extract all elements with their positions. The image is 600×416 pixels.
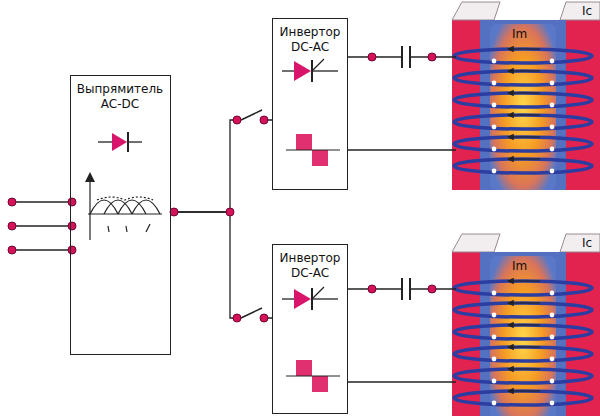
terminals <box>170 116 268 322</box>
terminal-dot <box>428 53 436 61</box>
switch-symbol <box>241 110 262 124</box>
box-title: Инвертор DC-AC <box>273 245 347 281</box>
induction-furnace <box>452 2 600 190</box>
terminal-dot <box>428 285 436 293</box>
terminals <box>368 53 436 293</box>
coil-wires <box>348 46 456 382</box>
terminal-dot <box>233 116 241 124</box>
thyristor-symbol <box>282 59 338 82</box>
wire <box>12 249 72 250</box>
terminal-dot <box>368 53 376 61</box>
current-label: Ic <box>582 236 592 250</box>
terminal-dot <box>368 285 376 293</box>
terminal-dot <box>8 198 16 206</box>
terminal-dot <box>260 116 268 124</box>
current-label: Ic <box>582 4 592 18</box>
wire-connector <box>171 212 273 318</box>
square-wave <box>286 360 340 392</box>
process-box: Инвертор DC-AC <box>272 244 348 414</box>
wire-connector <box>171 120 273 212</box>
input-lines <box>12 202 72 250</box>
diode-symbol <box>98 132 142 152</box>
process-box: Инвертор DC-AC <box>272 18 348 190</box>
current-label: Im <box>512 259 527 273</box>
rectified-waveform <box>85 172 162 240</box>
induction-furnace <box>452 234 600 416</box>
wire <box>12 201 72 202</box>
terminal-dot <box>170 208 178 216</box>
wire <box>12 225 72 226</box>
thyristor-symbol <box>282 287 338 310</box>
terminal-dot <box>8 246 16 254</box>
junction-dot <box>226 208 234 216</box>
switch-symbol <box>241 308 262 322</box>
terminal-dot <box>233 314 241 322</box>
terminal-dot <box>260 314 268 322</box>
current-label: Im <box>512 27 527 41</box>
box-title: Инвертор DC-AC <box>273 19 347 55</box>
process-box: Выпрямитель AC-DC <box>70 75 171 355</box>
terminal-dot <box>8 222 16 230</box>
terminals <box>8 198 76 254</box>
box-title: Выпрямитель AC-DC <box>71 76 170 112</box>
square-wave <box>286 134 340 166</box>
